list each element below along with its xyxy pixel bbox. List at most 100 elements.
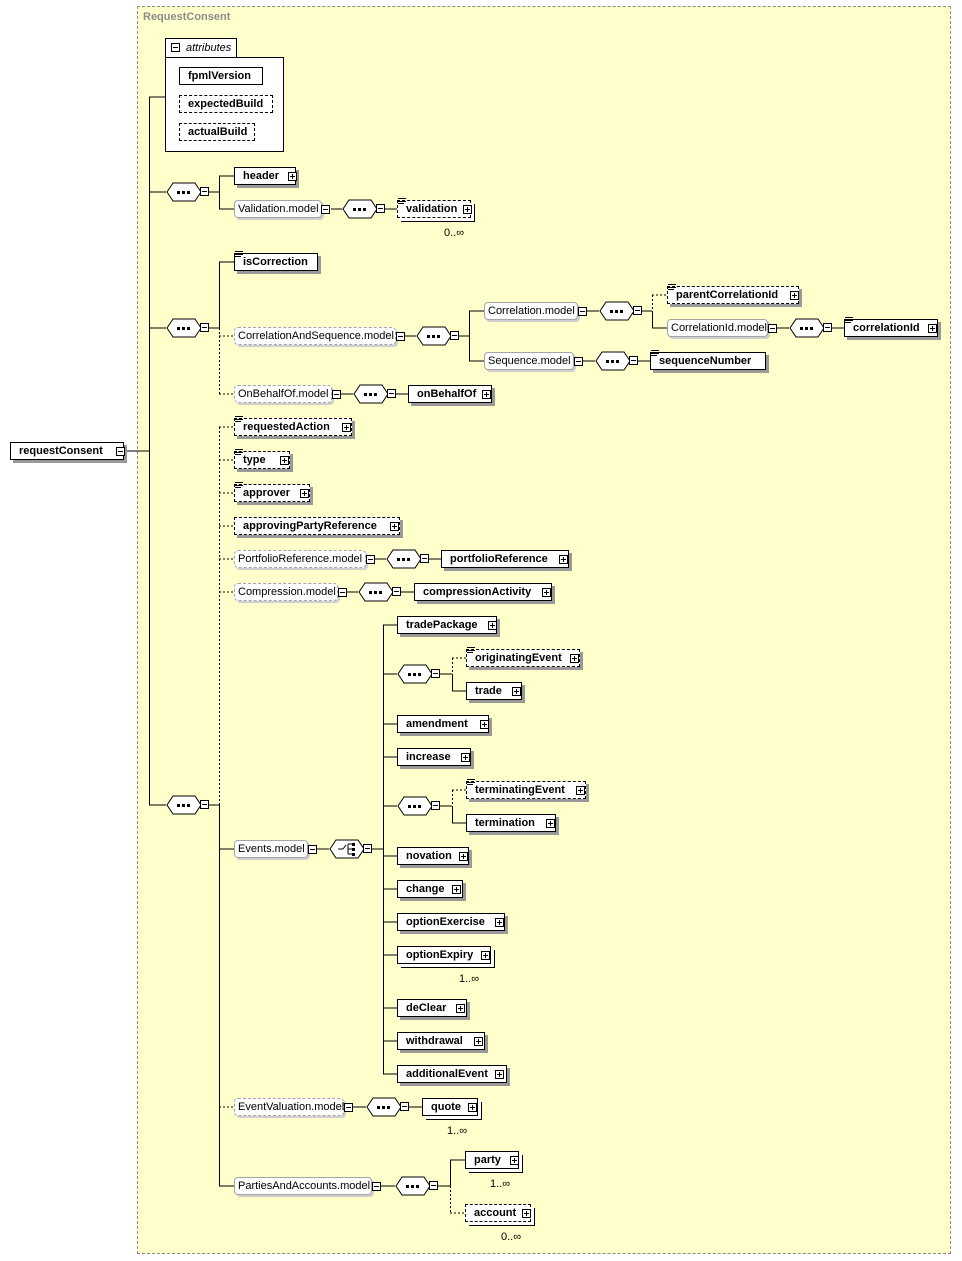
- element-increase[interactable]: increase: [397, 748, 471, 766]
- cardinality-label: 1..∞: [459, 973, 480, 985]
- model-correlationid[interactable]: CorrelationId.model: [667, 319, 768, 337]
- element-parentcorrelationid[interactable]: parentCorrelationId: [667, 286, 799, 304]
- expand-icon[interactable]: [546, 819, 555, 828]
- expand-icon[interactable]: [512, 687, 521, 696]
- collapse-icon[interactable]: [396, 332, 405, 341]
- collapse-icon[interactable]: [338, 588, 347, 597]
- element-onbehalfof[interactable]: onBehalfOf: [408, 385, 492, 403]
- collapse-icon[interactable]: [344, 1103, 353, 1112]
- region-title: RequestConsent: [143, 11, 231, 23]
- documentation-icon: [845, 317, 853, 324]
- expand-icon[interactable]: [280, 456, 289, 465]
- element-header[interactable]: header: [234, 167, 296, 185]
- collapse-icon[interactable]: [768, 324, 777, 333]
- element-validation[interactable]: validation: [397, 200, 471, 218]
- element-sequencenumber[interactable]: sequenceNumber: [650, 352, 766, 370]
- documentation-icon: [235, 416, 243, 423]
- element-iscorrection[interactable]: isCorrection: [234, 253, 318, 271]
- expand-icon[interactable]: [463, 205, 472, 214]
- element-amendment[interactable]: amendment: [397, 715, 489, 733]
- collapse-icon[interactable]: [116, 447, 125, 456]
- expand-icon[interactable]: [474, 1037, 483, 1046]
- element-trade[interactable]: trade: [466, 682, 522, 700]
- cardinality-label: 1..∞: [447, 1125, 468, 1137]
- expand-icon[interactable]: [495, 918, 504, 927]
- element-portfolioreference[interactable]: portfolioReference: [441, 550, 569, 568]
- collapse-icon[interactable]: [366, 555, 375, 564]
- element-account[interactable]: account: [465, 1204, 531, 1222]
- expand-icon[interactable]: [452, 885, 461, 894]
- expand-icon[interactable]: [495, 1070, 504, 1079]
- collapse-icon[interactable]: [578, 307, 587, 316]
- model-eventvaluation[interactable]: EventValuation.model: [234, 1098, 344, 1116]
- model-partiesandaccounts[interactable]: PartiesAndAccounts.model: [234, 1177, 372, 1195]
- element-compressionactivity[interactable]: compressionActivity: [414, 583, 552, 601]
- expand-icon[interactable]: [459, 852, 468, 861]
- expand-icon[interactable]: [522, 1209, 531, 1218]
- collapse-icon[interactable]: [372, 1182, 381, 1191]
- element-type[interactable]: type: [234, 451, 290, 469]
- documentation-icon: [467, 647, 475, 654]
- element-approvingpartyreference[interactable]: approvingPartyReference: [234, 517, 400, 535]
- expand-icon[interactable]: [461, 753, 470, 762]
- model-validation[interactable]: Validation.model: [234, 200, 322, 218]
- model-compression[interactable]: Compression.model: [234, 583, 338, 601]
- expand-icon[interactable]: [542, 588, 551, 597]
- expand-icon[interactable]: [488, 621, 497, 630]
- cardinality-label: 1..∞: [490, 1178, 511, 1190]
- collapse-icon[interactable]: [308, 845, 317, 854]
- attributes-collapse-icon[interactable]: [171, 43, 180, 52]
- element-quote[interactable]: quote: [422, 1098, 478, 1116]
- expand-icon[interactable]: [928, 324, 937, 333]
- expand-icon[interactable]: [482, 390, 491, 399]
- element-terminatingevent[interactable]: terminatingEvent: [466, 781, 586, 799]
- attribute-fpmlversion[interactable]: fpmlVersion: [179, 67, 263, 85]
- expand-icon[interactable]: [790, 291, 799, 300]
- collapse-icon[interactable]: [321, 205, 330, 214]
- documentation-icon: [235, 449, 243, 456]
- documentation-icon: [668, 284, 676, 291]
- cardinality-label: 0..∞: [444, 227, 465, 239]
- expand-icon[interactable]: [480, 720, 489, 729]
- element-withdrawal[interactable]: withdrawal: [397, 1032, 485, 1050]
- expand-icon[interactable]: [481, 951, 490, 960]
- model-events[interactable]: Events.model: [234, 840, 308, 858]
- element-declear[interactable]: deClear: [397, 999, 467, 1017]
- model-correlationandsequence[interactable]: CorrelationAndSequence.model: [234, 327, 396, 345]
- attributes-tab[interactable]: attributes: [165, 38, 237, 58]
- expand-icon[interactable]: [576, 786, 585, 795]
- model-onbehalfof[interactable]: OnBehalfOf.model: [234, 385, 332, 403]
- expand-icon[interactable]: [456, 1004, 465, 1013]
- element-optionexpiry[interactable]: optionExpiry: [397, 946, 491, 964]
- model-sequence[interactable]: Sequence.model: [484, 352, 574, 370]
- element-party[interactable]: party: [465, 1151, 519, 1169]
- expand-icon[interactable]: [288, 172, 297, 181]
- model-portfolioreference[interactable]: PortfolioReference.model: [234, 550, 366, 568]
- element-correlationid[interactable]: correlationId: [844, 319, 938, 337]
- attribute-actualbuild[interactable]: actualBuild: [179, 123, 255, 141]
- collapse-icon[interactable]: [574, 357, 583, 366]
- root-element-requestconsent[interactable]: requestConsent: [10, 442, 124, 460]
- collapse-icon[interactable]: [332, 390, 341, 399]
- expand-icon[interactable]: [468, 1103, 477, 1112]
- element-approver[interactable]: approver: [234, 484, 310, 502]
- expand-icon[interactable]: [300, 489, 309, 498]
- element-change[interactable]: change: [397, 880, 463, 898]
- expand-icon[interactable]: [510, 1156, 519, 1165]
- expand-icon[interactable]: [390, 522, 399, 531]
- model-correlation[interactable]: Correlation.model: [484, 302, 578, 320]
- attribute-expectedbuild[interactable]: expectedBuild: [179, 95, 273, 113]
- element-additionalevent[interactable]: additionalEvent: [397, 1065, 507, 1083]
- expand-icon[interactable]: [559, 555, 568, 564]
- expand-icon[interactable]: [342, 423, 351, 432]
- element-originatingevent[interactable]: originatingEvent: [466, 649, 580, 667]
- element-termination[interactable]: termination: [466, 814, 556, 832]
- expand-icon[interactable]: [570, 654, 579, 663]
- documentation-icon: [235, 482, 243, 489]
- documentation-icon: [651, 350, 659, 357]
- element-optionexercise[interactable]: optionExercise: [397, 913, 505, 931]
- element-novation[interactable]: novation: [397, 847, 469, 865]
- element-tradepackage[interactable]: tradePackage: [397, 616, 497, 634]
- element-requestedaction[interactable]: requestedAction: [234, 418, 352, 436]
